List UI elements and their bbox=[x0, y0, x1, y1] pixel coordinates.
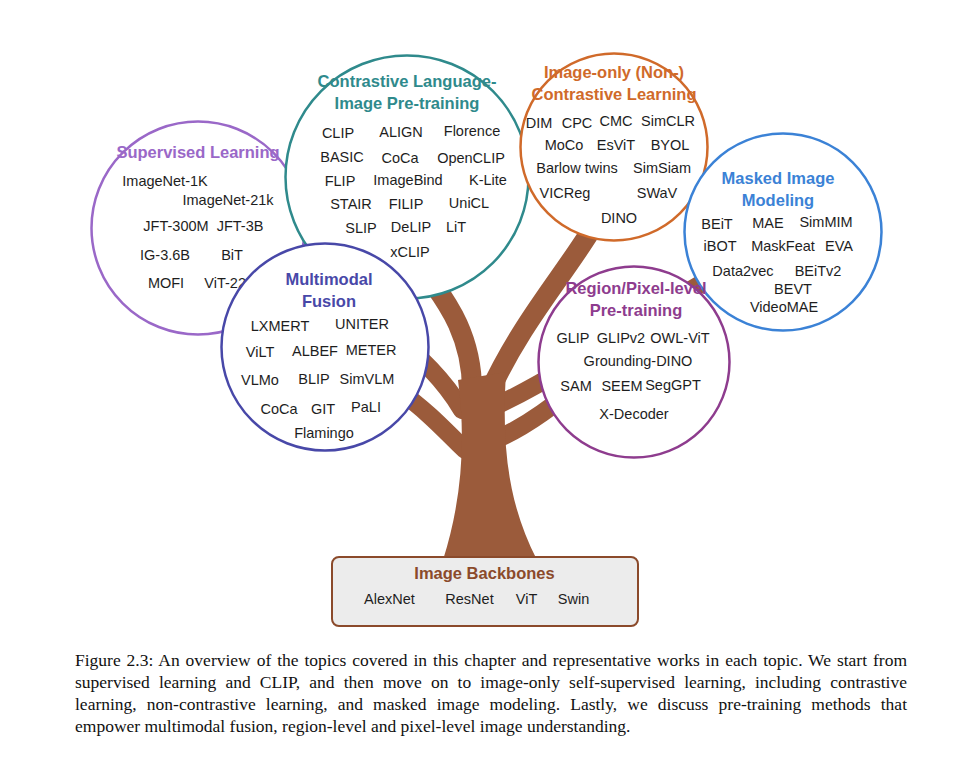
model-name: BEVT bbox=[774, 280, 812, 298]
model-name: SWaV bbox=[637, 184, 678, 202]
model-name: METER bbox=[346, 341, 397, 359]
topic-circle: Image-only (Non-) Contrastive LearningDI… bbox=[519, 52, 709, 242]
model-name: CLIP bbox=[322, 124, 354, 142]
model-name: MoCo bbox=[545, 136, 584, 154]
topic-circle: Region/Pixel-level Pre-trainingGLIP GLIPv… bbox=[537, 265, 731, 459]
model-name: SimMIM bbox=[799, 213, 852, 231]
model-name: MOFI bbox=[148, 274, 184, 292]
model-name: SimSiam bbox=[633, 159, 691, 177]
circle-shape bbox=[521, 54, 708, 241]
model-name: JFT-300M bbox=[143, 217, 208, 235]
tree-branch bbox=[432, 282, 472, 390]
model-name: LXMERT bbox=[251, 317, 310, 335]
model-name: EsViT bbox=[597, 136, 635, 154]
circle-shape bbox=[685, 134, 882, 331]
model-name: ALBEF bbox=[292, 342, 338, 360]
tree-trunk bbox=[443, 372, 537, 560]
model-name: UNITER bbox=[335, 315, 389, 333]
model-name: SimVLM bbox=[340, 370, 395, 388]
model-name: MaskFeat bbox=[751, 237, 815, 255]
model-name: Swin bbox=[558, 590, 589, 608]
model-name: CPC bbox=[562, 114, 593, 132]
model-name: K-Lite bbox=[469, 171, 507, 189]
model-name: STAIR bbox=[330, 195, 372, 213]
model-name: VLMo bbox=[241, 371, 279, 389]
topic-circle: Masked Image ModelingBEiT MAE SimMIM iBOT Ma… bbox=[683, 132, 883, 332]
model-name: GLIPv2 bbox=[597, 329, 645, 347]
model-name: SEEM bbox=[601, 377, 642, 395]
model-name: FLIP bbox=[325, 172, 356, 190]
topic-heading: Image Backbones bbox=[414, 562, 554, 584]
model-name: CoCa bbox=[260, 400, 297, 418]
model-name: SAM bbox=[560, 377, 591, 395]
model-name: DINO bbox=[601, 209, 637, 227]
model-name: Barlow twins bbox=[536, 159, 617, 177]
tree-branch bbox=[498, 272, 722, 405]
model-name: OpenCLIP bbox=[437, 149, 505, 167]
circle-shape bbox=[222, 244, 429, 451]
model-name: ImageNet-1K bbox=[122, 172, 207, 190]
model-name: VICReg bbox=[540, 184, 591, 202]
model-name: DIM bbox=[526, 114, 553, 132]
model-name: SegGPT bbox=[645, 376, 701, 394]
topic-heading: Masked Image Modeling bbox=[711, 167, 846, 211]
model-name: OWL-ViT bbox=[650, 329, 709, 347]
topic-heading: Supervised Learning bbox=[103, 141, 293, 163]
model-name: FILIP bbox=[389, 195, 424, 213]
model-name: BASIC bbox=[320, 148, 364, 166]
model-name: AlexNet bbox=[364, 590, 415, 608]
model-name: Flamingo bbox=[294, 424, 354, 442]
model-name: iBOT bbox=[703, 237, 736, 255]
model-name: ALIGN bbox=[379, 123, 423, 141]
model-name: MAE bbox=[752, 214, 783, 232]
model-name: SLIP bbox=[345, 219, 376, 237]
model-name: BEiT bbox=[701, 215, 732, 233]
model-name: CoCa bbox=[381, 149, 418, 167]
topic-heading: Region/Pixel-level Pre-training bbox=[554, 277, 719, 321]
model-name: PaLI bbox=[351, 398, 381, 416]
model-name: BEiTv2 bbox=[795, 262, 842, 280]
model-name: BiT bbox=[221, 246, 243, 264]
model-name: ImageNet-21k bbox=[182, 191, 273, 209]
model-name: EVA bbox=[825, 237, 853, 255]
topic-heading: Multimodal Fusion bbox=[274, 268, 384, 312]
model-name: IG-3.6B bbox=[140, 246, 190, 264]
model-name: UniCL bbox=[449, 194, 489, 212]
model-name: BYOL bbox=[651, 136, 690, 154]
model-name: CMC bbox=[599, 112, 632, 130]
topic-heading: Image-only (Non-) Contrastive Learning bbox=[525, 61, 703, 105]
model-name: JFT-3B bbox=[217, 217, 264, 235]
model-name: Grounding-DINO bbox=[584, 352, 693, 370]
model-name: ViLT bbox=[246, 343, 274, 361]
model-name: X-Decoder bbox=[599, 405, 668, 423]
model-name: LiT bbox=[446, 218, 466, 236]
topic-circle: Multimodal FusionLXMERT UNITER ViLT ALBEF ME… bbox=[220, 242, 430, 452]
model-name: ResNet bbox=[445, 590, 493, 608]
topic-heading: Contrastive Language-Image Pre-training bbox=[307, 70, 507, 114]
model-name: SimCLR bbox=[641, 112, 695, 130]
model-name: xCLIP bbox=[390, 243, 430, 261]
model-name: VideoMAE bbox=[750, 298, 818, 316]
model-name: ImageBind bbox=[373, 171, 442, 189]
backbone-box: Image BackbonesAlexNet ResNet ViT Swin bbox=[331, 556, 639, 627]
model-name: DeLIP bbox=[391, 218, 431, 236]
model-name: BLIP bbox=[298, 370, 329, 388]
circle-shape bbox=[539, 267, 730, 458]
model-name: ViT bbox=[516, 590, 538, 608]
model-name: Florence bbox=[444, 122, 500, 140]
model-name: Data2vec bbox=[712, 262, 773, 280]
model-name: GIT bbox=[311, 400, 335, 418]
model-name: GLIP bbox=[556, 329, 589, 347]
figure-caption: Figure 2.3: An overview of the topics co… bbox=[75, 649, 907, 737]
